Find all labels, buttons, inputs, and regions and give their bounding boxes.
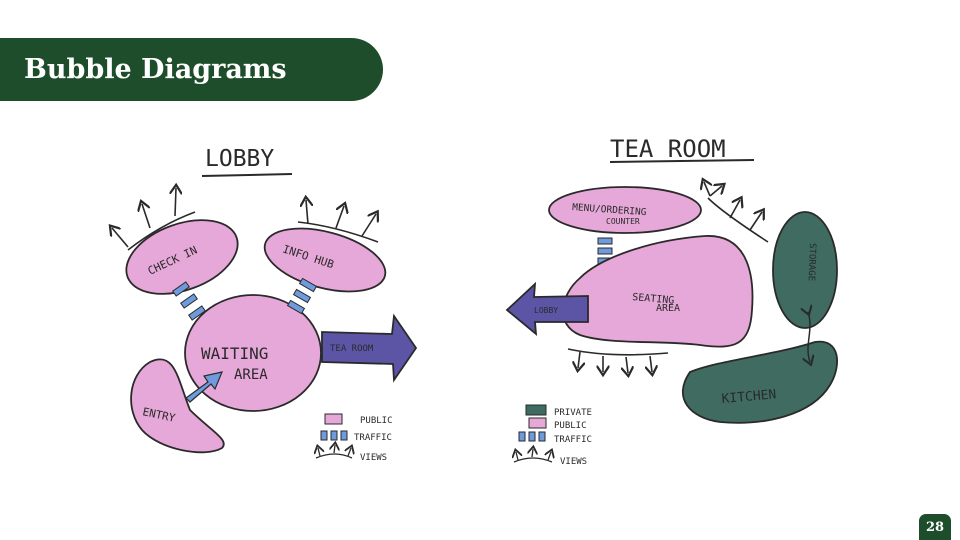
lobby-entry-traffic-arrow	[185, 371, 223, 403]
info-hub-bubble: INFO HUB	[263, 227, 387, 293]
legend-private-label: PRIVATE	[554, 408, 592, 418]
counter-label-line2: COUNTER	[606, 217, 640, 226]
tea-room-heading: TEA ROOM	[610, 135, 726, 163]
lobby-traffic-infohub	[286, 277, 318, 315]
legend-views-swatch	[316, 445, 352, 459]
legend-public-swatch	[324, 413, 343, 425]
lobby-heading: LOBBY	[205, 146, 274, 172]
legend-views-label: VIEWS	[560, 457, 587, 467]
title-banner: Bubble Diagrams	[0, 38, 383, 101]
tea-room-heading-underline	[609, 159, 755, 163]
legend-public-label: PUBLIC	[554, 421, 587, 431]
lobby-views-checkin	[112, 188, 196, 251]
lobby-diagram: LOBBY CHECK IN INFO HUB WAIT	[112, 146, 418, 463]
legend-traffic-swatch	[518, 431, 546, 442]
lobby-arrow-label: LOBBY	[534, 306, 558, 315]
legend-private-swatch	[525, 404, 547, 416]
waiting-area-bubble: WAITING AREA	[184, 294, 322, 412]
tea-room-views-top	[704, 182, 769, 243]
slide-title: Bubble Diagrams	[24, 54, 287, 85]
waiting-area-label-line1: WAITING	[201, 344, 268, 363]
legend-views-label: VIEWS	[360, 453, 387, 463]
tea-room-arrow-label: TEA ROOM	[330, 344, 374, 354]
legend-views-swatch	[514, 449, 552, 463]
check-in-bubble: CHECK IN	[125, 219, 239, 295]
lobby-legend: PUBLIC TRAFFIC VIEWS	[316, 413, 393, 463]
lobby-traffic-checkin	[172, 281, 206, 321]
menu-ordering-counter-bubble: MENU/ORDERING COUNTER	[548, 186, 702, 234]
storage-kitchen-connector	[808, 312, 810, 362]
tea-room-views-bottom	[567, 348, 669, 373]
to-tea-room-arrow: TEA ROOM	[321, 313, 418, 383]
seating-area-bubble: SEATING AREA	[562, 235, 754, 348]
storage-bubble: STORAGE	[772, 211, 838, 329]
seating-label-line2: AREA	[656, 303, 680, 314]
lobby-heading-underline	[201, 173, 293, 177]
legend-public-label: PUBLIC	[360, 416, 393, 426]
counter-label-line1: MENU/ORDERING	[572, 202, 647, 218]
page-number: 28	[919, 514, 951, 540]
entry-bubble: ENTRY	[130, 358, 225, 454]
kitchen-label: KITCHEN	[721, 387, 777, 407]
legend-traffic-swatch	[320, 430, 348, 441]
storage-label: STORAGE	[806, 243, 817, 281]
legend-public-swatch	[528, 417, 547, 429]
legend-traffic-label: TRAFFIC	[554, 435, 592, 445]
tea-room-legend: PRIVATE PUBLIC TRAFFIC VIEWS	[514, 404, 592, 467]
tea-room-diagram: TEA ROOM MENU/ORDERING COUNTER SEATING A…	[505, 135, 838, 467]
seating-label-line1: SEATING	[632, 292, 675, 307]
legend-traffic-label: TRAFFIC	[354, 433, 392, 443]
lobby-views-infohub	[297, 200, 378, 243]
kitchen-bubble: KITCHEN	[681, 340, 838, 424]
to-lobby-arrow: LOBBY	[505, 281, 589, 337]
waiting-area-label-line2: AREA	[234, 367, 268, 383]
